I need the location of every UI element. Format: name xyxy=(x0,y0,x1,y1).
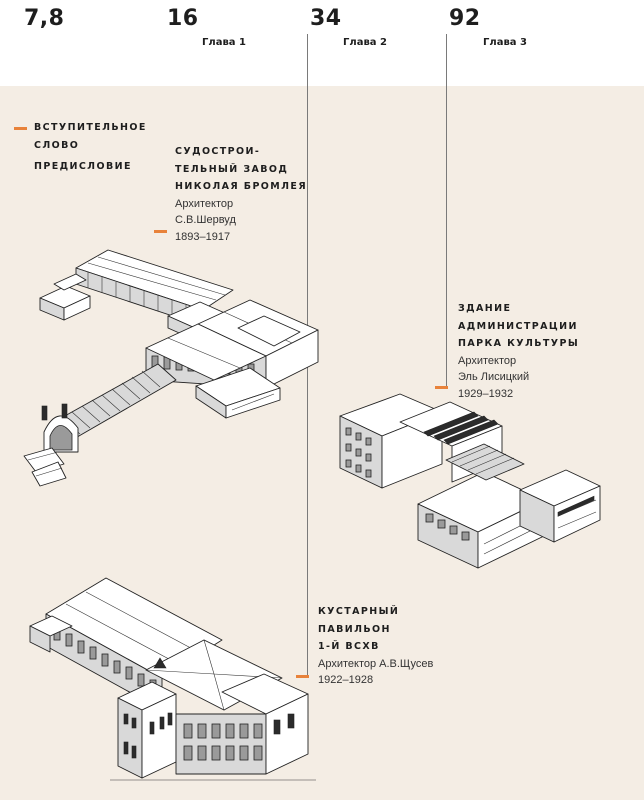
page-number-chapter-1[interactable]: 16 xyxy=(167,6,199,31)
administration-illustration xyxy=(339,393,601,569)
accent-marker-administration xyxy=(435,386,448,389)
intro-title-line: СЛОВО xyxy=(34,139,80,151)
entry-title-line: НИКОЛАЯ БРОМЛЕЯ xyxy=(175,181,308,192)
entry-title-line: 1-Й ВСХВ xyxy=(318,641,380,652)
entry-years: 1922–1928 xyxy=(318,674,374,686)
entry-title-line: ПАВИЛЬОН xyxy=(318,623,391,635)
entry-title-line: ПАРКА КУЛЬТУРЫ xyxy=(458,338,580,349)
pavilion-illustration xyxy=(29,577,316,781)
entry-title-line: АДМИНИСТРАЦИИ xyxy=(458,320,578,332)
guide-line-chapter-3 xyxy=(446,34,447,388)
page-number-chapter-2[interactable]: 34 xyxy=(310,6,342,31)
entry-administration[interactable]: ЗДАНИЕ АДМИНИСТРАЦИИ ПАРКА КУЛЬТУРЫ Архи… xyxy=(458,300,579,402)
entry-title-line: КУСТАРНЫЙ xyxy=(318,606,400,617)
entry-architect-line: Эль Лисицкий xyxy=(458,371,530,383)
entry-architect-line: Архитектор А.В.Щусев xyxy=(318,657,434,670)
accent-marker-pavilion xyxy=(296,675,309,678)
entry-shipyard[interactable]: СУДОСТРОИ- ТЕЛЬНЫЙ ЗАВОД НИКОЛАЯ БРОМЛЕЯ… xyxy=(175,143,307,245)
entry-title-line: СУДОСТРОИ- xyxy=(175,146,261,157)
chapter-label-2[interactable]: Глава 2 xyxy=(343,37,387,48)
intro-title-line: ВСТУПИТЕЛЬНОЕ xyxy=(34,122,147,133)
intro-block[interactable]: ВСТУПИТЕЛЬНОЕ СЛОВО ПРЕДИСЛОВИЕ xyxy=(34,119,147,176)
entry-architect-line: Архитектор xyxy=(458,354,517,367)
chapter-label-1[interactable]: Глава 1 xyxy=(202,37,246,48)
page-number-chapter-3[interactable]: 92 xyxy=(449,6,481,31)
entry-pavilion[interactable]: КУСТАРНЫЙ ПАВИЛЬОН 1-Й ВСХВ Архитектор А… xyxy=(318,603,433,689)
accent-marker-shipyard xyxy=(154,230,167,233)
entry-years: 1929–1932 xyxy=(458,387,514,400)
entry-architect-line: С.В.Шервуд xyxy=(175,214,236,226)
chapter-label-3[interactable]: Глава 3 xyxy=(483,37,527,48)
entry-years: 1893–1917 xyxy=(175,230,231,243)
entry-architect-line: Архитектор xyxy=(175,197,234,210)
preface-title: ПРЕДИСЛОВИЕ xyxy=(34,161,132,172)
shipyard-illustration xyxy=(23,249,319,487)
entry-title-line: ТЕЛЬНЫЙ ЗАВОД xyxy=(175,163,289,175)
entry-title-line: ЗДАНИЕ xyxy=(458,303,512,314)
page-number-intro[interactable]: 7,8 xyxy=(24,6,65,31)
accent-marker-intro xyxy=(14,127,27,130)
top-band xyxy=(0,0,644,86)
